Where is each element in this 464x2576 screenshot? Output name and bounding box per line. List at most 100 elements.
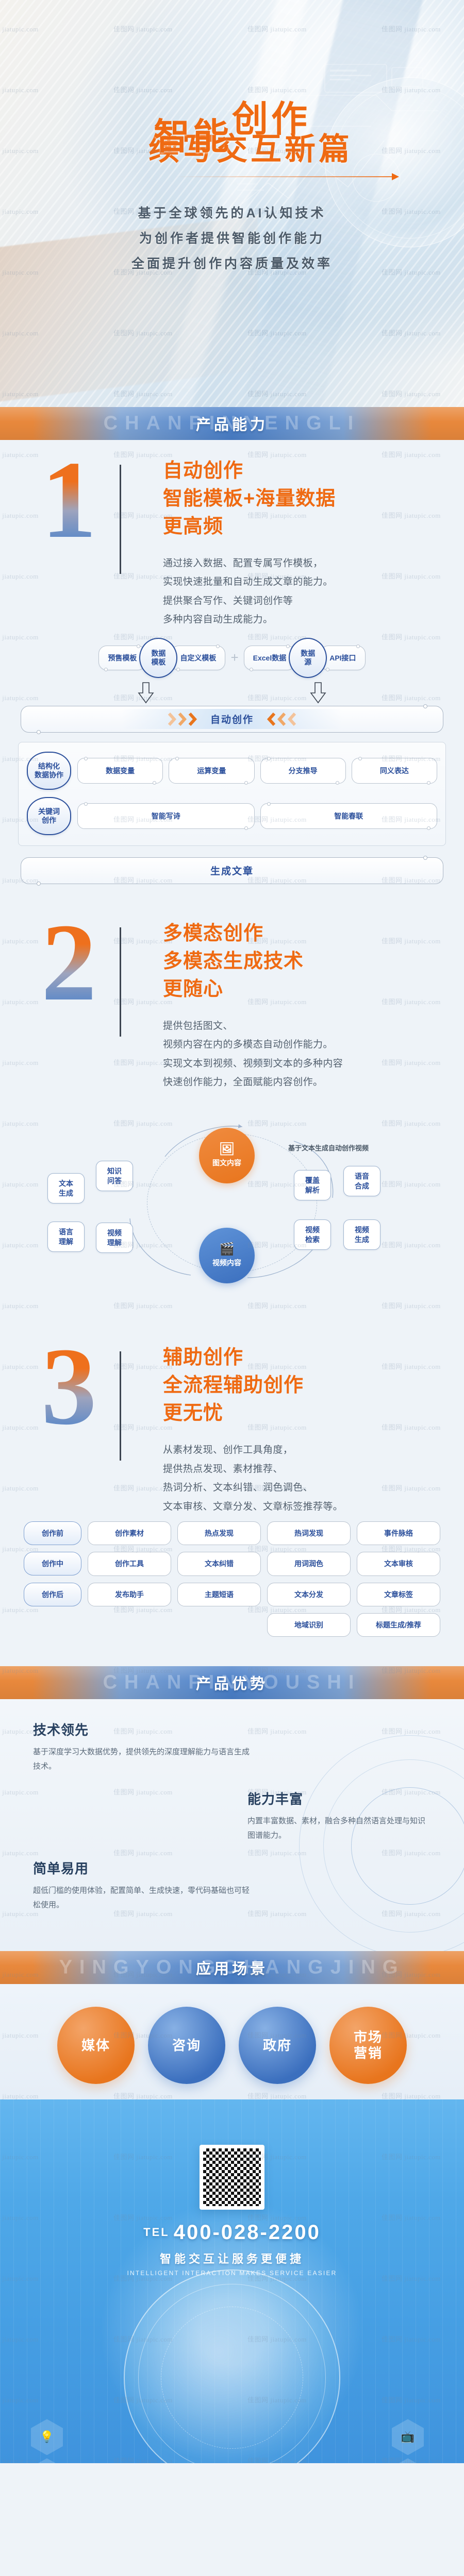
hex-decor (31, 2458, 63, 2464)
feature-desc-3-line1: 从素材发现、创作工具角度， (163, 1445, 293, 1456)
flow-tag-branch-derivation[interactable]: 分支推导 (260, 756, 346, 785)
wheel-node-video-generation[interactable]: 视频生成 (343, 1219, 380, 1250)
feature-desc-2-line4: 快速创作能力，全面赋能内容创作。 (163, 1077, 323, 1088)
feature-block-3: 3 辅助创作 全流程辅助创作 更无忧 从素材发现、创作工具角度， 提供热点发现、… (0, 1327, 464, 1666)
flow-tag-smart-couplet[interactable]: 智能春联 (260, 802, 437, 830)
feature-desc-3: 从素材发现、创作工具角度， 提供热点发现、素材推荐、 热词分析、文本纠错、润色调… (163, 1441, 343, 1516)
wheel-node-knowledge-qa[interactable]: 知识问答 (96, 1161, 133, 1191)
hud-graphic (227, 64, 438, 204)
wheel-node-speech-synthesis[interactable]: 语音合成 (343, 1166, 380, 1196)
wheel-node-video-retrieval[interactable]: 视频检索 (294, 1219, 331, 1250)
feature-number-3: 3 (41, 1325, 97, 1448)
scenario-media[interactable]: 媒体 (57, 2007, 135, 2084)
image-icon: 🖼 (219, 1142, 235, 1157)
chart-icon: 📈 (392, 2458, 424, 2464)
band-ghost-text-capability: CHANPINNENGLI (103, 412, 361, 434)
feature-title-3-line2: 全流程辅助创作 (163, 1375, 304, 1397)
stage-cell-region-recognition[interactable]: 地域识别 (267, 1613, 351, 1637)
hero-title-line1: 智能创作 (0, 99, 464, 155)
feature-block-1: 1 自动创作 智能模板+海量数据 更高频 通过接入数据、配置专属写作模板， 实现… (0, 440, 464, 903)
stage-cell-topic-phrase[interactable]: 主题短语 (177, 1582, 261, 1606)
feature-desc-3-line4: 文本审核、文章分发、文章标签推荐等。 (163, 1501, 343, 1512)
flow-oval-structured-data[interactable]: 结构化数据协作 (27, 751, 71, 790)
flow-tag-smart-poetry[interactable]: 智能写诗 (77, 802, 255, 830)
stage-row-before: 创作前 创作素材 热点发现 热词发现 事件脉络 (24, 1521, 440, 1546)
stage-cell-distribution[interactable]: 文本分发 (267, 1582, 351, 1606)
feature-number-1: 1 (41, 438, 97, 561)
feature-desc-3-line3: 热词分析、文本纠错、润色调色、 (163, 1482, 313, 1494)
footer-slogan-en: INTELLIGENT INTERACTION MAKES SERVICE EA… (127, 2269, 337, 2277)
wheel-hub-image-text[interactable]: 🖼 图文内容 (199, 1128, 255, 1184)
feature-title-1-line2: 智能模板+海量数据 (163, 487, 336, 510)
advantage-item-capability: 能力丰富 内置丰富数据、素材，融合多种自然语言处理与知识图谱能力。 (247, 1789, 464, 1858)
advantage-title-capability: 能力丰富 (247, 1791, 304, 1807)
flow-oval-data-source[interactable]: 数据源 (289, 637, 327, 678)
hero-title-word-zhineng: 智能 (154, 116, 232, 157)
wheel-node-language-understanding[interactable]: 语言理解 (47, 1222, 85, 1252)
wheel-node-coverage-parse[interactable]: 覆盖解析 (294, 1170, 331, 1200)
flow-pill-api[interactable]: API接口 (320, 644, 366, 671)
stage-cell-tools[interactable]: 创作工具 (88, 1552, 171, 1576)
stage-label-after[interactable]: 创作后 (24, 1582, 81, 1606)
wheel-node-video-understanding[interactable]: 视频理解 (96, 1223, 133, 1253)
scenario-marketing[interactable]: 市场营销 (329, 2007, 407, 2084)
flow-panel-row-structured: 结构化数据协作 数据变量 运算变量 分支推导 同义表达 (27, 751, 437, 790)
stage-cell-material[interactable]: 创作素材 (88, 1521, 171, 1546)
feature-desc-2-line1: 提供包括图文、 (163, 1020, 233, 1031)
stage-cell-event-context[interactable]: 事件脉络 (357, 1521, 440, 1546)
feature-title-1: 自动创作 智能模板+海量数据 更高频 (163, 457, 336, 541)
stage-cell-article-tag[interactable]: 文章标签 (357, 1582, 440, 1606)
contact-phone-prefix: TEL (143, 2226, 170, 2239)
flow-bar-auto-create: 自动创作 (21, 704, 443, 734)
arrow-down-icon (138, 682, 154, 704)
flow-tag-data-variable[interactable]: 数据变量 (77, 756, 163, 785)
wheel-hub-video[interactable]: 🎬 视频内容 (199, 1228, 255, 1284)
wheel-hub-image-label: 图文内容 (212, 1159, 241, 1167)
feature-desc-2-line2: 视频内容在内的多模态自动创作能力。 (163, 1039, 333, 1050)
scenario-consulting[interactable]: 咨询 (148, 2007, 225, 2084)
stage-row-after: 创作后 发布助手 主题短语 文本分发 文章标签 (24, 1582, 440, 1606)
scenario-government[interactable]: 政府 (239, 2007, 316, 2084)
advantage-item-tech: 技术领先 基于深度学习大数据优势，提供领先的深度理解能力与语言生成技术。 (0, 1720, 289, 1789)
flow-oval-data-template[interactable]: 数据模板 (139, 637, 178, 678)
stage-cell-title-recommend[interactable]: 标题生成/推荐 (357, 1613, 440, 1637)
wheel-caption: 基于文本生成自动创作视频 (288, 1144, 369, 1153)
stage-cell-text-review[interactable]: 文本审核 (357, 1552, 440, 1576)
stage-label-during[interactable]: 创作中 (24, 1552, 81, 1576)
advantage-title-easy: 简单易用 (33, 1860, 89, 1876)
band-ghost-text-scenario: YINGYONGCHANGJING (59, 1956, 405, 1978)
feature-desc-3-line2: 提供热点发现、素材推荐、 (163, 1463, 283, 1475)
flow-pill-custom-template[interactable]: 自定义模板 (171, 644, 226, 671)
hero-title-word-chuangzuo: 创作 (232, 99, 310, 139)
flow-bar-generate-article: 生成文章 (21, 855, 443, 886)
flow-pill-preset-template[interactable]: 预售模板 (98, 644, 146, 671)
qr-code[interactable] (200, 2145, 264, 2210)
band-label-scenario: 应用场景 (195, 1961, 268, 1978)
arrow-down-icon (310, 682, 326, 704)
stage-cell-wording-polish[interactable]: 用词润色 (267, 1552, 351, 1576)
feature-divider-1 (120, 465, 121, 574)
wheel-hub-video-label: 视频内容 (212, 1259, 241, 1267)
wheel-node-text-generation[interactable]: 文本生成 (47, 1173, 85, 1204)
flow-bar-label: 自动创作 (210, 715, 254, 726)
flow-pill-excel-data[interactable]: Excel数据 (243, 644, 296, 671)
feature-desc-1-line4: 多种内容自动生成能力。 (163, 614, 273, 625)
scenarios-section: 媒体 咨询 政府 市场营销 (0, 1984, 464, 2100)
flow-tag-operation-variable[interactable]: 运算变量 (169, 756, 255, 785)
feature-desc-1-line2: 实现快速批量和自动生成文章的能力。 (163, 577, 333, 588)
stage-cell-publish-assistant[interactable]: 发布助手 (88, 1582, 171, 1606)
feature-desc-1-line3: 提供聚合写作、关键词创作等 (163, 595, 293, 606)
feature-title-3: 辅助创作 全流程辅助创作 更无忧 (163, 1344, 343, 1428)
feature-title-2-line2: 多模态生成技术 (163, 950, 304, 972)
advantages-section: 技术领先 基于深度学习大数据优势，提供领先的深度理解能力与语言生成技术。 能力丰… (0, 1699, 464, 1952)
flow-oval-keyword-create[interactable]: 关键词创作 (27, 796, 71, 835)
flow-tag-synonym-expression[interactable]: 同义表达 (351, 756, 437, 785)
stage-label-before[interactable]: 创作前 (24, 1521, 81, 1546)
stage-cell-hotspot[interactable]: 热点发现 (177, 1521, 261, 1546)
stage-cell-text-correction[interactable]: 文本纠错 (177, 1552, 261, 1576)
globe-graphic (325, 77, 464, 247)
footer-slogan: 智能交互让服务更便捷 (159, 2252, 304, 2266)
stage-cell-hotword[interactable]: 热词发现 (267, 1521, 351, 1546)
feature-title-1-line1: 自动创作 (163, 460, 244, 482)
